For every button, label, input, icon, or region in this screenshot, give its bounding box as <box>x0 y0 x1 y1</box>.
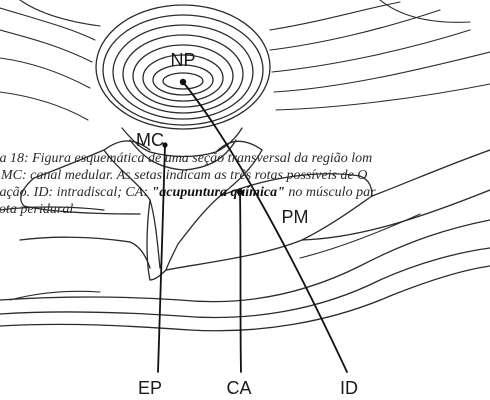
caption-line-3-end: no músculo par <box>285 185 376 200</box>
caption-line-1: ra 18: Figura esquemática de uma seção t… <box>0 150 372 167</box>
skin-contour <box>10 214 420 300</box>
label-id: ID <box>340 378 358 398</box>
route-ca-line <box>240 192 241 372</box>
label-np: NP <box>170 50 195 70</box>
caption-line-2: . MC: canal medular. As setas indicam as… <box>0 167 367 184</box>
id-target-dot <box>180 79 186 85</box>
caption-line-3: ração. ID: intradiscal; CA: "acupuntura … <box>0 184 376 201</box>
caption-emphasis: "acupuntura química" <box>151 185 284 200</box>
label-ep: EP <box>138 378 162 398</box>
caption-line-3-start: ração. ID: intradiscal; CA: <box>0 185 151 200</box>
label-ca: CA <box>226 378 251 398</box>
caption-line-4: rota peridural. <box>0 201 77 218</box>
label-pm: PM <box>282 207 309 227</box>
label-mc: MC <box>136 130 164 150</box>
fascia-lines <box>0 0 490 120</box>
